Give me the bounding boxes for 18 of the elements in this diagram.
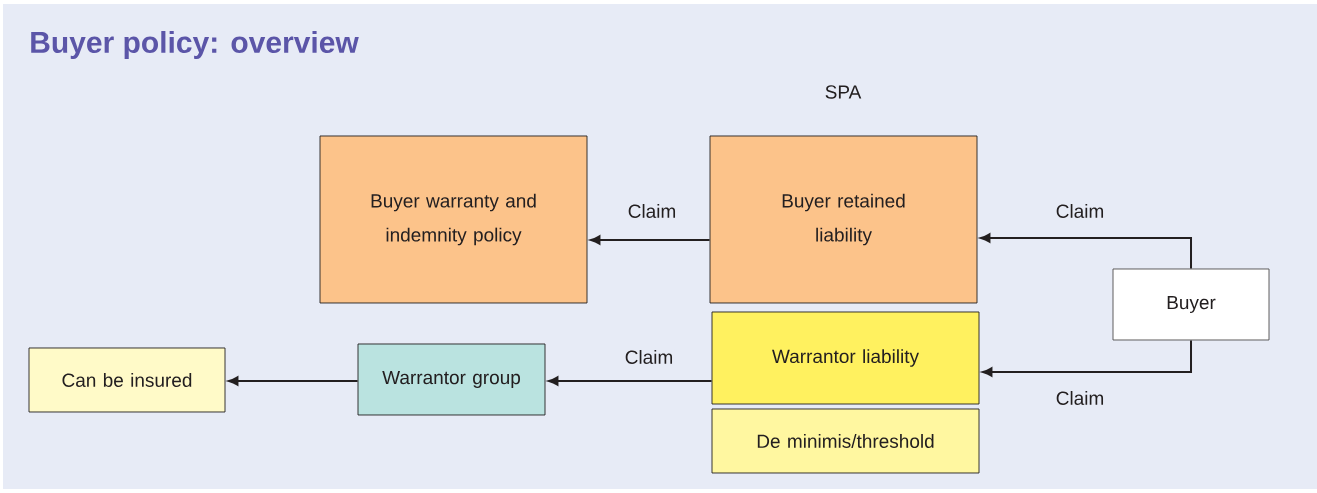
liability-box: Buyer retained liability xyxy=(709,135,978,304)
edge-label: Claim xyxy=(626,203,678,219)
arrow xyxy=(980,233,1192,270)
policy-box: Buyer warranty and indemnity policy xyxy=(319,135,588,304)
arrow xyxy=(228,376,359,386)
edge-label: Claim xyxy=(623,349,675,365)
group-box: Warrantor group xyxy=(357,343,546,416)
arrow xyxy=(548,376,713,386)
liability-box: Warrantor liability xyxy=(711,311,980,405)
arrow xyxy=(982,339,1192,377)
edge-label: Claim xyxy=(1054,390,1106,406)
outcome-box: Can be insured xyxy=(28,347,226,413)
party-box: Buyer xyxy=(1112,268,1270,341)
edge-label: Claim xyxy=(1054,203,1106,219)
arrow xyxy=(590,235,711,245)
title: Buyer policy: overview xyxy=(31,31,359,59)
threshold-box: De minimis/threshold xyxy=(711,408,980,474)
section-label: SPA xyxy=(825,85,862,99)
